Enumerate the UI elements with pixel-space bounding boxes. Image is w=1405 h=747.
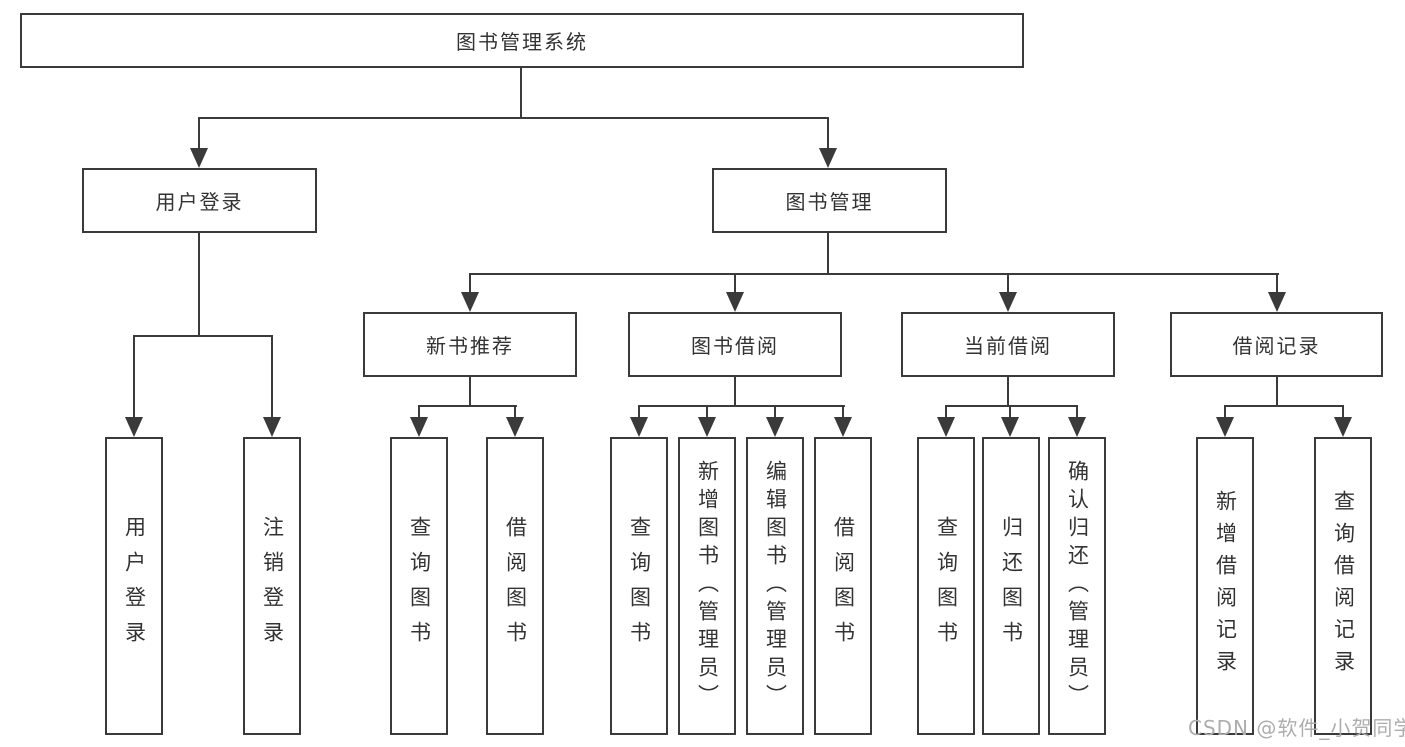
arrow-down-icon bbox=[937, 417, 955, 437]
arrow-down-icon bbox=[1334, 417, 1352, 437]
arrow-down-icon bbox=[190, 148, 208, 168]
connector-line bbox=[638, 405, 845, 407]
connector-line bbox=[1007, 273, 1009, 299]
leaf-add-book-admin: 新增图书（管理员） bbox=[678, 437, 736, 735]
leaf-query-books-recommend: 查询图书 bbox=[390, 437, 448, 735]
leaf-edit-book-admin: 编辑图书（管理员） bbox=[746, 437, 804, 735]
arrow-down-icon bbox=[698, 417, 716, 437]
connector-line bbox=[1224, 405, 1226, 423]
connector-line bbox=[734, 273, 736, 299]
node-borrow-records: 借阅记录 bbox=[1170, 312, 1383, 377]
connector-line bbox=[1276, 377, 1278, 407]
arrow-down-icon bbox=[1001, 417, 1019, 437]
leaf-borrow-books: 借阅图书 bbox=[814, 437, 872, 735]
arrow-down-icon bbox=[506, 417, 524, 437]
connector-line bbox=[638, 405, 640, 423]
connector-line bbox=[734, 377, 736, 407]
leaf-confirm-return-admin: 确认归还（管理员） bbox=[1048, 437, 1106, 735]
connector-line bbox=[1342, 405, 1344, 423]
connector-line bbox=[1007, 377, 1009, 407]
connector-line bbox=[469, 273, 1279, 275]
arrow-down-icon bbox=[630, 417, 648, 437]
connector-line bbox=[827, 233, 829, 275]
arrow-down-icon bbox=[410, 417, 428, 437]
arrow-down-icon bbox=[726, 292, 744, 312]
connector-line bbox=[827, 117, 829, 155]
leaf-query-books-current: 查询图书 bbox=[917, 437, 975, 735]
node-root-system: 图书管理系统 bbox=[20, 13, 1024, 68]
arrow-down-icon bbox=[1268, 292, 1286, 312]
connector-line bbox=[842, 405, 844, 423]
arrow-down-icon bbox=[125, 417, 143, 437]
connector-line bbox=[945, 405, 947, 423]
leaf-logout: 注销登录 bbox=[243, 437, 301, 735]
arrow-down-icon bbox=[263, 417, 281, 437]
leaf-add-borrow-record: 新增借阅记录 bbox=[1196, 437, 1254, 735]
connector-line bbox=[1276, 273, 1278, 299]
leaf-user-login: 用户登录 bbox=[105, 437, 163, 735]
connector-line bbox=[133, 335, 135, 421]
node-current-borrow: 当前借阅 bbox=[901, 312, 1115, 377]
leaf-query-books-borrow: 查询图书 bbox=[610, 437, 668, 735]
arrow-down-icon bbox=[766, 417, 784, 437]
leaf-return-book: 归还图书 bbox=[982, 437, 1040, 735]
leaf-borrow-books-recommend: 借阅图书 bbox=[486, 437, 544, 735]
leaf-query-borrow-record: 查询借阅记录 bbox=[1314, 437, 1372, 735]
connector-line bbox=[198, 233, 200, 337]
node-book-borrow: 图书借阅 bbox=[628, 312, 842, 377]
node-new-book-recommend: 新书推荐 bbox=[363, 312, 577, 377]
arrow-down-icon bbox=[834, 417, 852, 437]
connector-line bbox=[198, 117, 200, 155]
connector-line bbox=[469, 273, 471, 299]
arrow-down-icon bbox=[461, 292, 479, 312]
connector-line bbox=[1009, 405, 1011, 423]
connector-line bbox=[133, 335, 273, 337]
connector-line bbox=[520, 66, 522, 118]
connector-line bbox=[945, 405, 1078, 407]
arrow-down-icon bbox=[1068, 417, 1086, 437]
connector-line bbox=[706, 405, 708, 423]
connector-line bbox=[774, 405, 776, 423]
connector-line bbox=[469, 377, 471, 407]
connector-line bbox=[418, 405, 517, 407]
connector-line bbox=[271, 335, 273, 421]
arrow-down-icon bbox=[999, 292, 1017, 312]
connector-line bbox=[514, 405, 516, 423]
connector-line bbox=[1076, 405, 1078, 423]
csdn-watermark: CSDN @软件_小贺同学 bbox=[1188, 716, 1405, 740]
node-book-management: 图书管理 bbox=[712, 168, 947, 233]
connector-line bbox=[1224, 405, 1344, 407]
connector-line bbox=[418, 405, 420, 423]
connector-line bbox=[198, 117, 829, 119]
node-user-login: 用户登录 bbox=[82, 168, 317, 233]
arrow-down-icon bbox=[1216, 417, 1234, 437]
arrow-down-icon bbox=[819, 148, 837, 168]
